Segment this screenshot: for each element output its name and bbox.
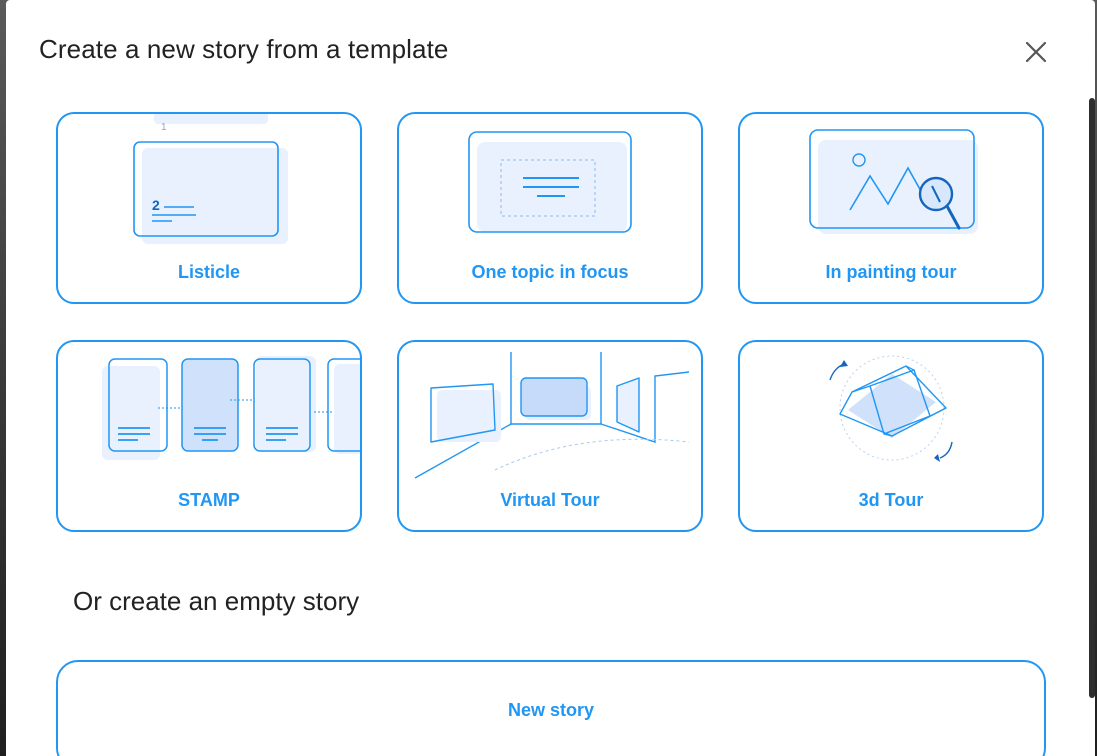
scrollbar[interactable] [1089, 98, 1095, 698]
template-card-stamp[interactable]: STAMP [56, 340, 362, 532]
template-label-one-topic: One topic in focus [471, 262, 629, 282]
dialog-title: Create a new story from a template [39, 34, 449, 64]
one-topic-illustration [468, 131, 632, 233]
listicle-number: 2 [152, 197, 160, 213]
listicle-illustration: 1 2 [133, 114, 288, 244]
close-button[interactable] [1022, 38, 1050, 66]
new-story-button[interactable]: New story [56, 660, 1046, 756]
template-dialog: Create a new story from a template 1 2 L… [6, 0, 1095, 756]
template-label-stamp: STAMP [178, 490, 240, 510]
3d-tour-illustration [829, 355, 953, 462]
template-label-3d-tour: 3d Tour [858, 490, 924, 510]
template-card-one-topic[interactable]: One topic in focus [397, 112, 703, 304]
stamp-illustration [102, 356, 360, 460]
close-icon [1025, 41, 1047, 63]
template-label-listicle: Listicle [177, 262, 241, 282]
empty-story-heading: Or create an empty story [73, 586, 360, 616]
new-story-label: New story [507, 700, 595, 720]
listicle-top-number: 1 [161, 122, 167, 133]
template-label-virtual-tour: Virtual Tour [500, 490, 600, 510]
in-painting-tour-illustration [809, 129, 978, 234]
template-label-in-painting-tour: In painting tour [825, 262, 957, 282]
template-card-3d-tour[interactable]: 3d Tour [738, 340, 1044, 532]
virtual-tour-illustration [414, 352, 690, 479]
template-card-listicle[interactable]: 1 2 Listicle [56, 112, 362, 304]
template-card-virtual-tour[interactable]: Virtual Tour [397, 340, 703, 532]
template-card-in-painting-tour[interactable]: In painting tour [738, 112, 1044, 304]
